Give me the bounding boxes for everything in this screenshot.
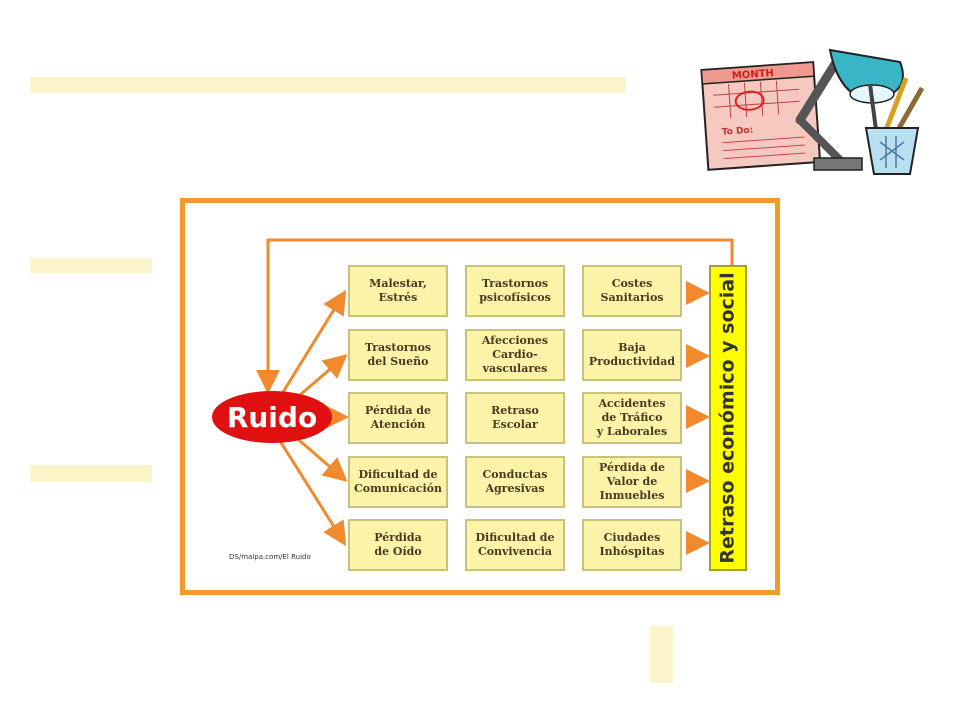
todo-label-text: To Do: bbox=[721, 126, 753, 138]
side-label: Retraso económico y social bbox=[717, 272, 740, 564]
effect-dificultad-comunicacion: Dificultad de Comunicación bbox=[348, 456, 448, 508]
calendar-desk-lamp-clipart: MONTH To Do: bbox=[700, 48, 925, 175]
decorative-bar-left-1 bbox=[30, 258, 152, 273]
effect-trastornos-psicofisicos: Trastornos psicofísicos bbox=[465, 265, 565, 317]
effect-perdida-oido: Pérdida de Oído bbox=[348, 519, 448, 571]
effect-conductas-agresivas: Conductas Agresivas bbox=[465, 456, 565, 508]
arrow-ruido-to-row-1 bbox=[278, 289, 347, 398]
effect-baja-productividad: Baja Productividad bbox=[582, 329, 682, 381]
effect-perdida-valor-inmuebles: Pérdida de Valor de Inmuebles bbox=[582, 456, 682, 508]
effect-ciudades-inhospitas: Ciudades Inhóspitas bbox=[582, 519, 682, 571]
pencil-cup-icon bbox=[864, 77, 925, 175]
arrow-ruido-to-row-5 bbox=[278, 440, 347, 547]
calendar-header-text: MONTH bbox=[732, 68, 775, 82]
effect-retraso-escolar: Retraso Escolar bbox=[465, 392, 565, 444]
decorative-bar-top bbox=[30, 77, 626, 93]
effect-costes-sanitarios: Costes Sanitarios bbox=[582, 265, 682, 317]
source-credit: DS/malpa.com/El Ruido bbox=[229, 553, 311, 561]
decorative-bar-left-2 bbox=[30, 465, 152, 482]
arrow-ruido-to-row-4 bbox=[292, 433, 348, 482]
noise-effects-diagram: Ruido Malestar, Estrés Trastornos del Su… bbox=[180, 198, 780, 595]
effect-malestar-estres: Malestar, Estrés bbox=[348, 265, 448, 317]
retraso-economico-social-box: Retraso económico y social bbox=[709, 265, 747, 571]
effect-afecciones-cardiovasculares: Afecciones Cardio- vasculares bbox=[465, 329, 565, 381]
desk-lamp-icon bbox=[795, 48, 904, 171]
effect-perdida-atencion: Pérdida de Atención bbox=[348, 392, 448, 444]
feedback-loop-arrow bbox=[256, 238, 734, 394]
effect-accidentes: Accidentes de Tráfico y Laborales bbox=[582, 392, 682, 444]
effect-trastornos-sueno: Trastornos del Sueño bbox=[348, 329, 448, 381]
effect-dificultad-convivencia: Dificultad de Convivencia bbox=[465, 519, 565, 571]
ruido-center-node: Ruido bbox=[212, 391, 332, 443]
decorative-bar-bottom bbox=[650, 626, 673, 683]
